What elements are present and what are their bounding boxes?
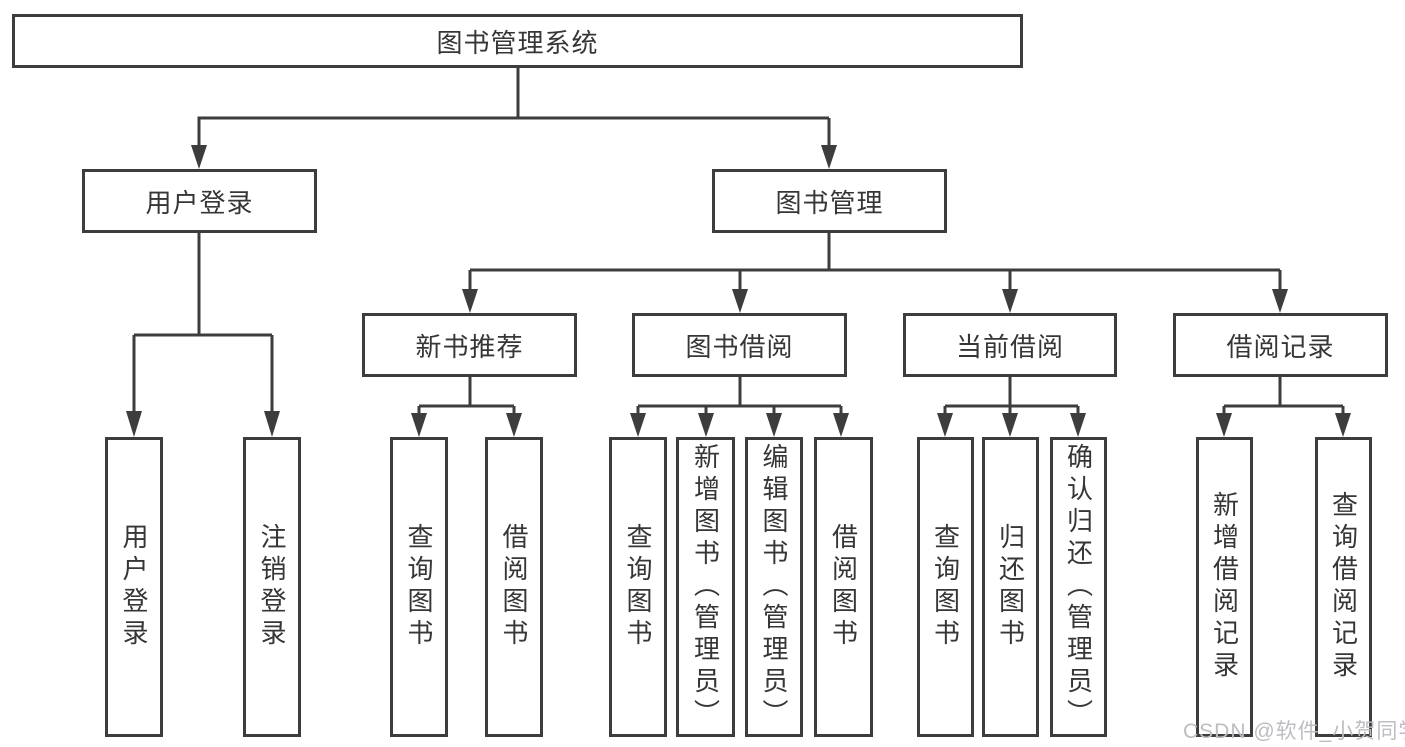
connector-borrow-records-to-leaves xyxy=(1222,377,1345,417)
node-user-login-label: 用户登录 xyxy=(145,187,254,218)
connector-root-to-level2 xyxy=(197,68,831,149)
leaf-user-login-label: 用户登录 xyxy=(119,523,149,651)
leaf-add-book-label: 新增图书（管理员） xyxy=(690,443,721,731)
leaf-logout: 注销登录 xyxy=(243,437,301,737)
node-new-book-rec: 新书推荐 xyxy=(362,313,577,377)
leaf-query-books-3-label: 查询图书 xyxy=(930,523,961,651)
leaf-edit-book: 编辑图书（管理员） xyxy=(745,437,803,737)
leaf-add-borrow-record-label: 新增借阅记录 xyxy=(1209,491,1240,683)
connector-current-borrow-to-leaves xyxy=(943,377,1080,417)
leaf-borrow-books-2: 借阅图书 xyxy=(814,437,873,737)
node-root: 图书管理系统 xyxy=(12,14,1023,68)
node-book-borrow: 图书借阅 xyxy=(632,313,847,377)
leaf-borrow-books-1: 借阅图书 xyxy=(485,437,543,737)
node-new-book-rec-label: 新书推荐 xyxy=(415,331,524,362)
leaf-confirm-return: 确认归还（管理员） xyxy=(1050,437,1107,737)
node-current-borrow: 当前借阅 xyxy=(903,313,1117,377)
leaf-borrow-books-1-label: 借阅图书 xyxy=(499,523,529,651)
leaf-query-borrow-record-label: 查询借阅记录 xyxy=(1328,491,1359,683)
node-current-borrow-label: 当前借阅 xyxy=(955,331,1064,362)
leaf-add-book: 新增图书（管理员） xyxy=(676,437,735,737)
leaf-query-borrow-record: 查询借阅记录 xyxy=(1315,437,1372,737)
leaf-query-books-1: 查询图书 xyxy=(390,437,448,737)
node-borrow-records-label: 借阅记录 xyxy=(1226,331,1335,362)
arrowheads xyxy=(126,145,1351,437)
leaf-return-books: 归还图书 xyxy=(982,437,1039,737)
leaf-query-books-1-label: 查询图书 xyxy=(404,523,434,651)
watermark: CSDN @软件_小贺同学 xyxy=(1183,720,1405,743)
node-book-mgmt: 图书管理 xyxy=(712,169,947,233)
connector-user-login-to-leaves xyxy=(132,233,274,417)
leaf-edit-book-label: 编辑图书（管理员） xyxy=(759,443,789,731)
connector-book-borrow-to-leaves xyxy=(636,377,843,417)
leaf-return-books-label: 归还图书 xyxy=(995,523,1026,651)
node-borrow-records: 借阅记录 xyxy=(1173,313,1388,377)
leaf-add-borrow-record: 新增借阅记录 xyxy=(1196,437,1253,737)
leaf-borrow-books-2-label: 借阅图书 xyxy=(828,523,859,651)
node-book-borrow-label: 图书借阅 xyxy=(685,331,794,362)
node-book-mgmt-label: 图书管理 xyxy=(775,187,884,218)
connector-new-book-rec-to-leaves xyxy=(417,377,516,417)
connector-book-mgmt-to-level3 xyxy=(468,232,1282,293)
node-root-label: 图书管理系统 xyxy=(436,27,599,58)
leaf-user-login: 用户登录 xyxy=(105,437,163,737)
leaf-query-books-3: 查询图书 xyxy=(917,437,974,737)
leaf-query-books-2-label: 查询图书 xyxy=(623,523,653,651)
leaf-logout-label: 注销登录 xyxy=(257,523,287,651)
leaf-query-books-2: 查询图书 xyxy=(609,437,667,737)
leaf-confirm-return-label: 确认归还（管理员） xyxy=(1063,443,1094,731)
node-user-login: 用户登录 xyxy=(82,169,317,233)
